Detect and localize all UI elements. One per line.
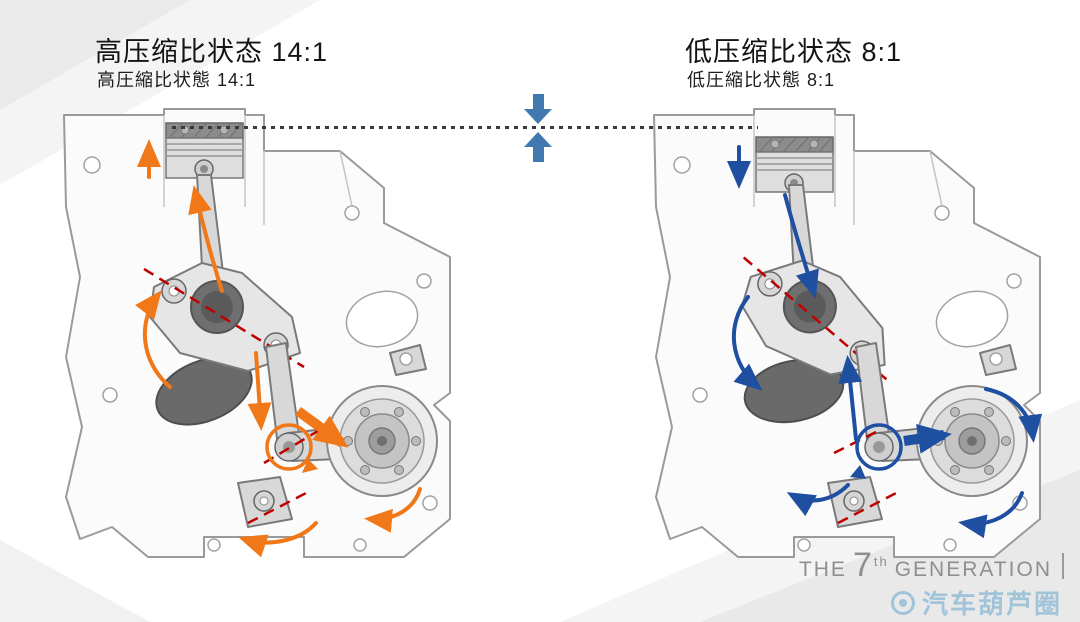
crank-axis-line [143, 267, 305, 369]
motion-arrows-low-compression [727, 145, 1043, 539]
pivot-rotation-arrowhead [850, 465, 866, 479]
actuator-rotation-arrow [364, 487, 422, 533]
multilink [143, 262, 305, 372]
bracket-rotation-arrow [238, 521, 318, 558]
bracket-rotation-arrow [786, 483, 850, 517]
bracket-axis-line [837, 489, 901, 525]
actuator-rotation-arrow-top [984, 387, 1043, 443]
left-panel-subtitle: 高圧縮比状態 14:1 [97, 70, 257, 90]
right-panel-subtitle: 低圧縮比状態 8:1 [687, 70, 836, 90]
down-arrow-head [524, 109, 552, 124]
down-arrow-indicator [524, 94, 552, 124]
right-panel-title: 低压缩比状态 8:1 [685, 37, 903, 67]
up-arrow-stem [532, 147, 544, 162]
crank-axis-line [742, 256, 888, 381]
actuator-assembly [833, 344, 1028, 497]
brand-the: THE [798, 558, 847, 581]
counterweight [155, 356, 253, 426]
control-link-down-arrow [247, 351, 272, 431]
piston-height-reference-line [172, 126, 758, 129]
engine-diagram-high-compression [63, 108, 451, 558]
brand-number: 7 [852, 546, 874, 584]
height-difference-indicator [522, 94, 554, 162]
up-arrow-indicator [524, 132, 552, 162]
control-link-up-arrow [838, 355, 863, 441]
watermark: 汽车葫芦圈 [890, 584, 1062, 621]
rod-up-arrow [188, 185, 224, 293]
pivot-rotation-arrowhead [302, 459, 318, 473]
rod-down-arrow [783, 193, 819, 299]
pivot-rotation-ring [855, 423, 903, 471]
actuator-assembly [263, 344, 438, 497]
actuator-push-arrow [903, 424, 952, 454]
link-rotation-arrow [135, 290, 172, 389]
motion-arrows-high-compression [135, 139, 422, 558]
left-panel-title: 高压缩比状态 14:1 [95, 37, 329, 67]
pivot-rotation-ring [265, 423, 313, 471]
brand-generation: GENERATION [894, 558, 1052, 581]
deco-band-top-left-inner [0, 0, 190, 110]
bracket-axis-line [247, 489, 311, 525]
actuator-rotation-arrow-bottom [958, 491, 1024, 539]
bottom-bracket [237, 476, 311, 528]
brand-ordinal: th [873, 554, 889, 569]
engine-diagram-low-compression [653, 108, 1043, 558]
watermark-logo-icon [890, 590, 915, 615]
piston [165, 122, 244, 179]
down-arrow-stem [532, 94, 544, 109]
footer-divider [1062, 553, 1064, 579]
pivot-axis-line [263, 429, 319, 465]
actuator-push-arrow [295, 406, 349, 448]
generation-branding: THE 7 th GENERATION [798, 546, 1064, 584]
piston [755, 136, 834, 193]
up-arrow-head [524, 132, 552, 147]
watermark-text: 汽车葫芦圈 [921, 589, 1062, 619]
link-rotation-arrow [731, 295, 763, 391]
deco-band-bottom-left [0, 540, 150, 622]
